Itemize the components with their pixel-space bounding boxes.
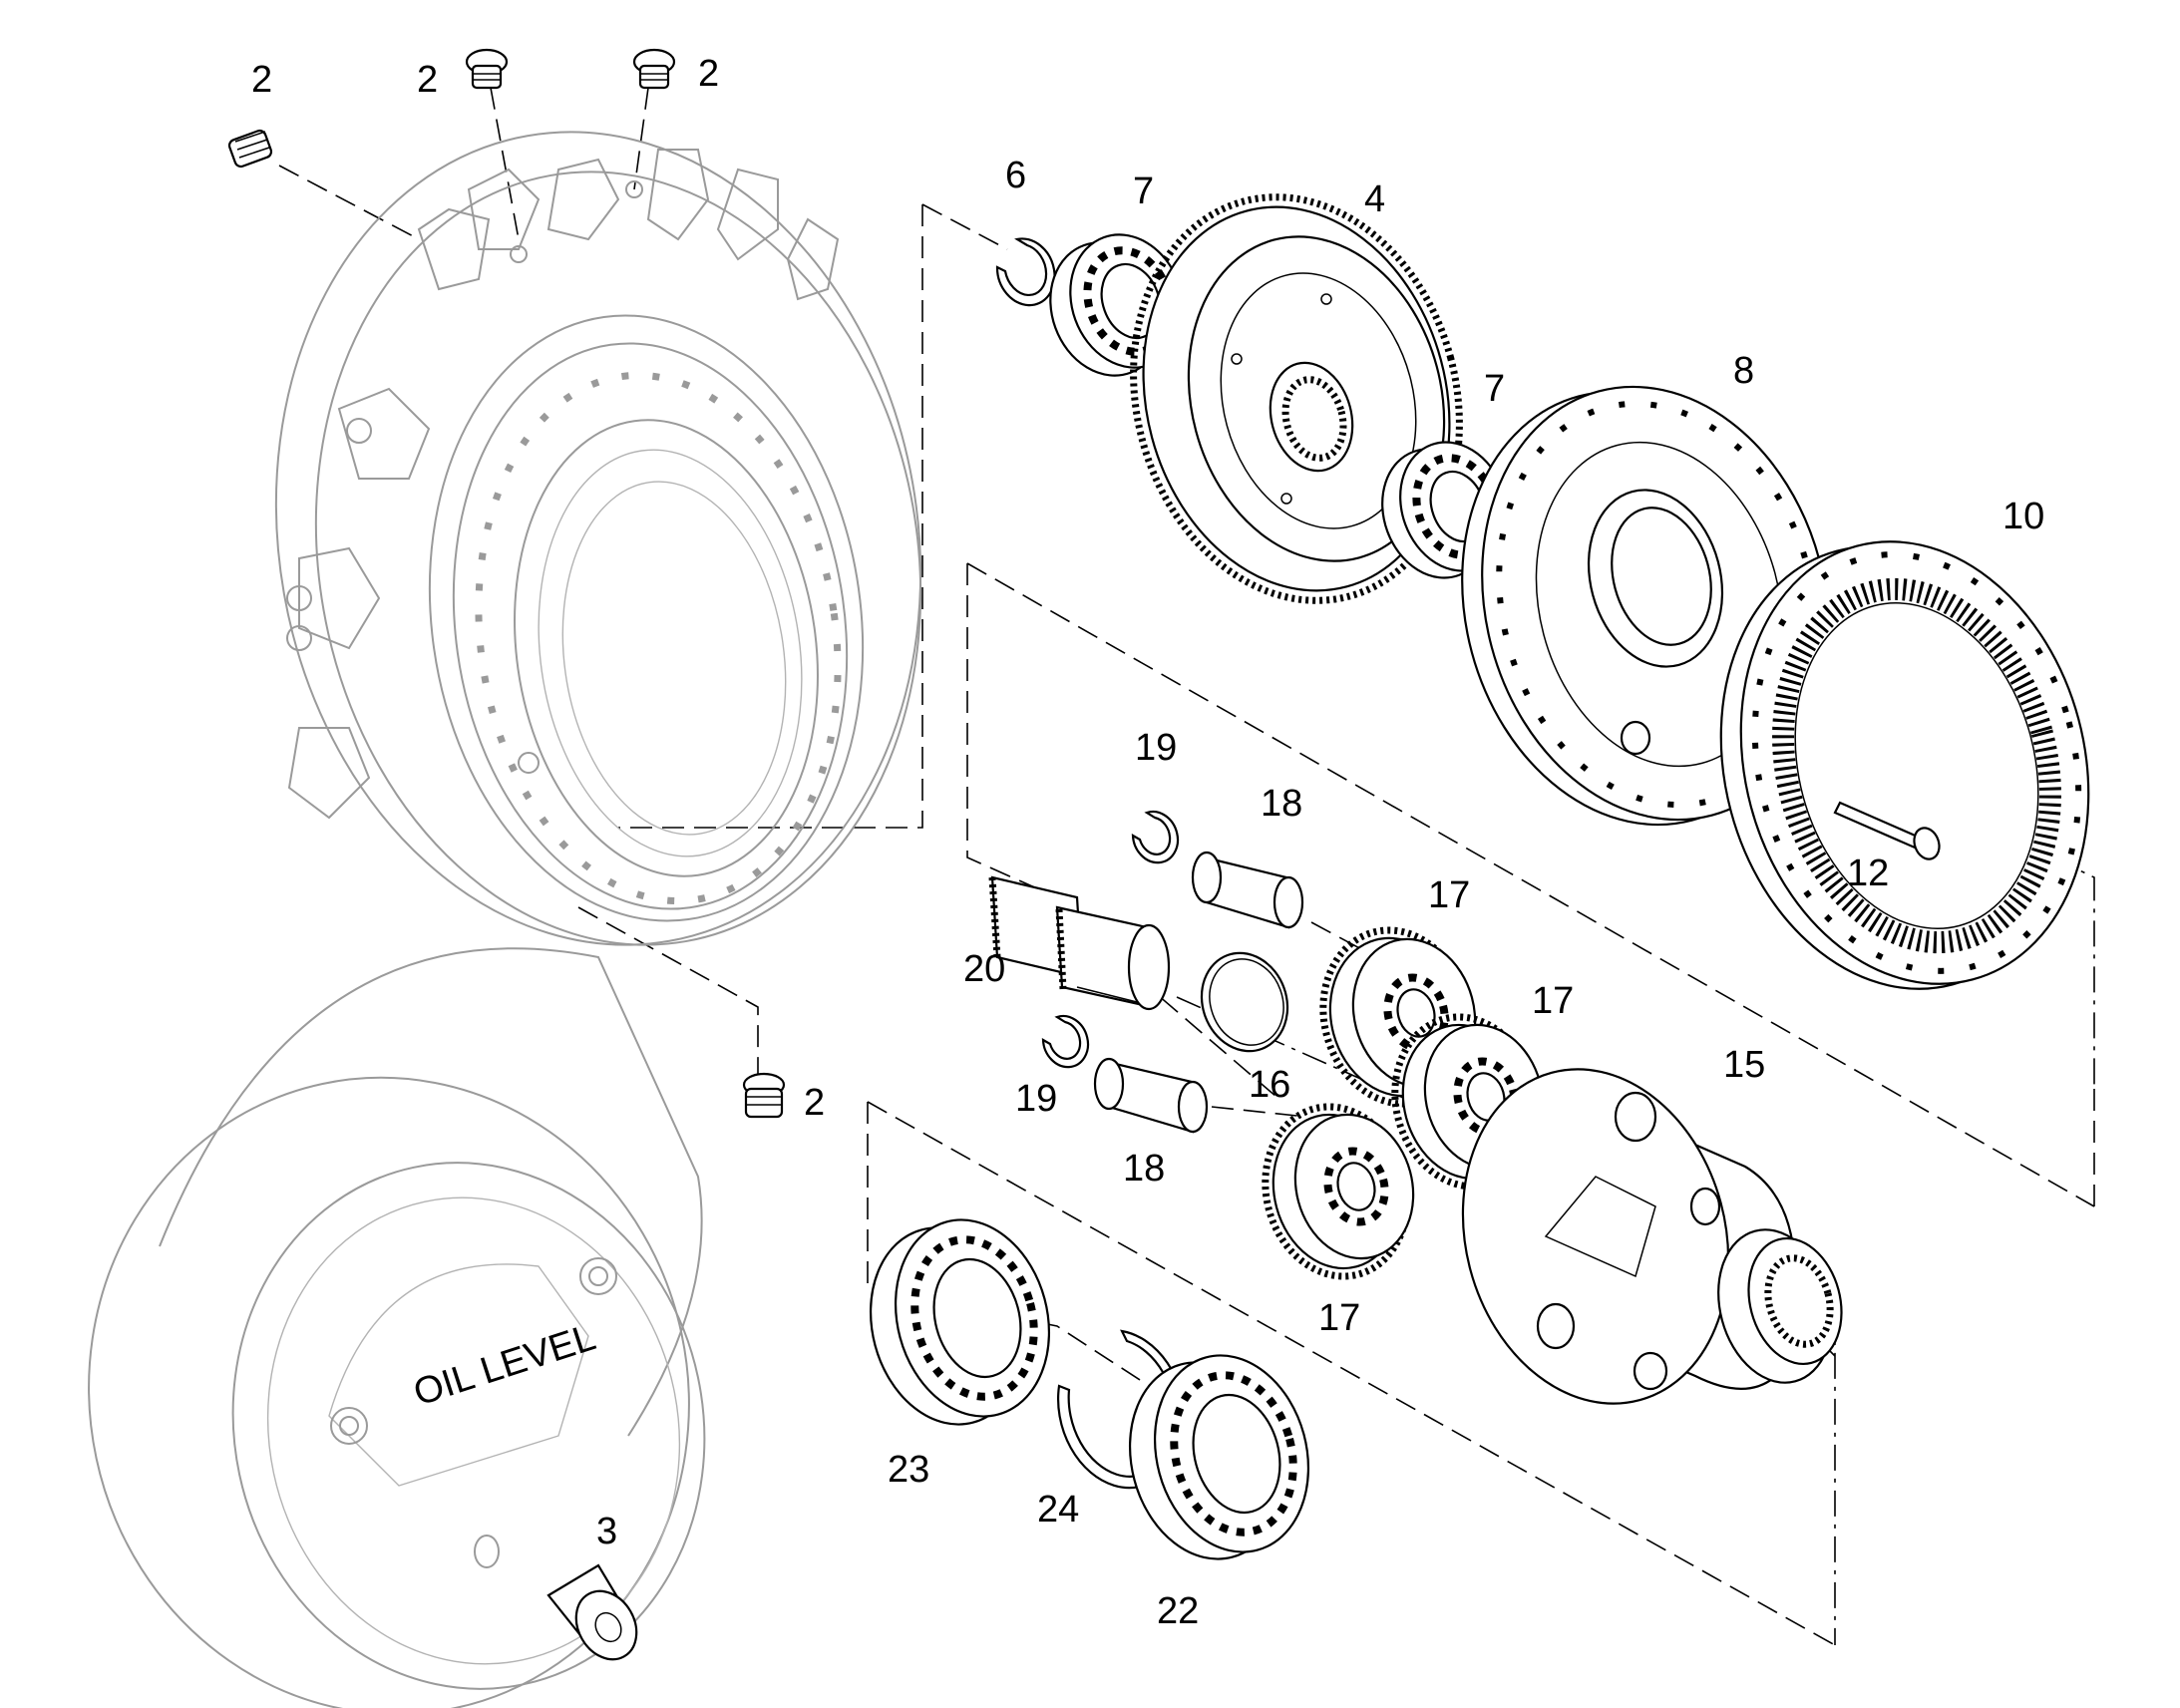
- plug-top-center: [465, 48, 509, 90]
- callout-7: 7: [1133, 171, 1154, 212]
- sun-gear-shaft-20: [988, 875, 1171, 1011]
- oil-drain-plug: [546, 1563, 638, 1661]
- callout-2: 2: [698, 53, 719, 95]
- snap-ring-6: [995, 237, 1056, 307]
- callout-18: 18: [1261, 783, 1302, 825]
- callout-20: 20: [963, 948, 1005, 990]
- callout-2: 2: [804, 1082, 825, 1124]
- oil-level-label: OIL LEVEL: [409, 1316, 600, 1414]
- bolt-12: [1833, 801, 1941, 860]
- wheel-hub-housing: [274, 131, 922, 946]
- callout-17: 17: [1318, 1297, 1360, 1339]
- callout-24: 24: [1037, 1489, 1079, 1531]
- planet-gear-17-bottom: [1262, 1103, 1415, 1280]
- bearing-22: [1128, 1354, 1310, 1560]
- callout-17: 17: [1428, 874, 1470, 916]
- circlip-19-lower: [1041, 1014, 1090, 1069]
- planet-carrier-15: [1461, 1068, 1843, 1405]
- planet-pin-18-lower: [1093, 1057, 1209, 1134]
- callout-6: 6: [1005, 155, 1026, 196]
- callout-2: 2: [251, 59, 272, 101]
- callout-19: 19: [1015, 1078, 1057, 1120]
- callout-23: 23: [888, 1449, 929, 1491]
- callout-17: 17: [1532, 980, 1574, 1022]
- callout-4: 4: [1364, 178, 1385, 220]
- spur-gear-4: [1130, 193, 1463, 604]
- o-ring-16: [1200, 951, 1289, 1053]
- callout-2: 2: [417, 59, 438, 101]
- ring-gear-10: [1719, 540, 2090, 990]
- circlip-19-upper: [1131, 810, 1180, 864]
- callout-3: 3: [596, 1511, 617, 1552]
- callout-18: 18: [1123, 1148, 1165, 1190]
- callout-22: 22: [1157, 1590, 1199, 1632]
- callout-labels: 2 2 2 2 3 4 6 7 7 8 10 12 15 16 17 17 17…: [251, 53, 2044, 1632]
- plug-top-left: [227, 129, 273, 169]
- callout-8: 8: [1733, 350, 1754, 392]
- callout-19: 19: [1135, 727, 1177, 769]
- hub-end-cover: OIL LEVEL: [88, 947, 706, 1708]
- callout-16: 16: [1249, 1064, 1290, 1106]
- bearing-23: [869, 1218, 1051, 1426]
- callout-10: 10: [2002, 496, 2044, 537]
- callout-15: 15: [1723, 1044, 1765, 1086]
- plug-top-right: [632, 48, 676, 90]
- callout-12: 12: [1847, 853, 1889, 894]
- planet-pin-18-upper: [1191, 851, 1304, 929]
- plug-lower: [742, 1072, 786, 1119]
- callout-7: 7: [1484, 368, 1505, 410]
